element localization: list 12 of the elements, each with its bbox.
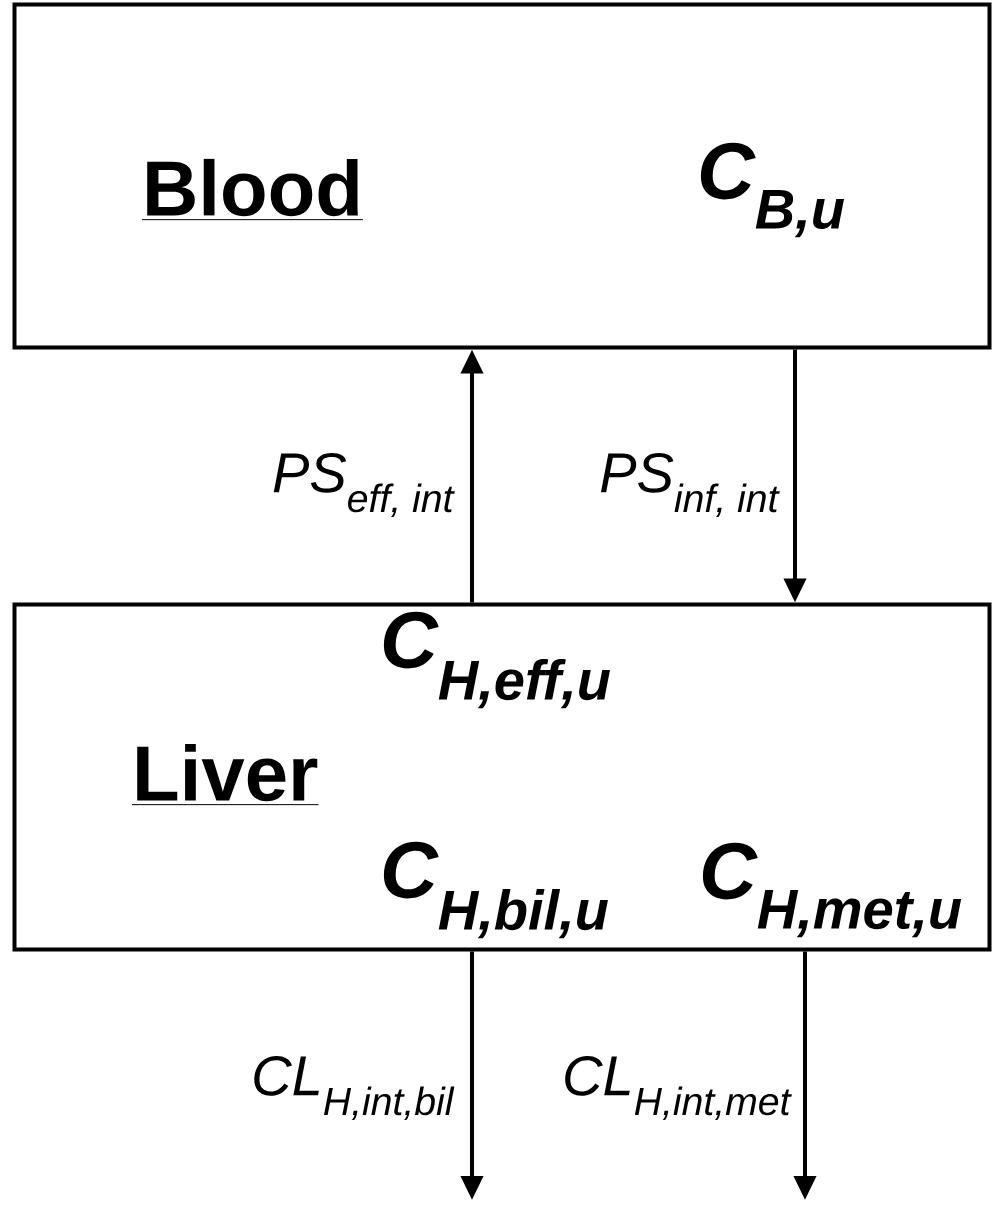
concentration-label: $\text{\bfseries\itshape C}_{\text{\bfseries\itshape H,met,u}}$ [702,842,962,938]
compartment-title: Liver [131,743,319,806]
edge-label: $\text{\itshape CL}_{\text{\itshape H,int,bil}}$ [249,1054,456,1122]
concentration-label: $\text{\bfseries\itshape C}_{\text{\bfseries\itshape B,u}}$ [700,142,844,238]
compartment-box [12,2,992,350]
edge-label: $\text{\itshape PS}_{\text{\itshape eff, int}}$ [270,451,456,519]
compartment-title: Blood [141,158,364,221]
edge-label: $\text{\itshape PS}_{\text{\itshape inf, int}}$ [597,451,781,519]
compartment-box [12,602,992,952]
concentration-label: $\text{\bfseries\itshape C}_{\text{\bfseries\itshape H,eff,u}}$ [383,611,610,709]
edge-label: $\text{\itshape CL}_{\text{\itshape H,int,met}}$ [560,1054,793,1122]
concentration-label: $\text{\bfseries\itshape C}_{\text{\bfseries\itshape H,bil,u}}$ [383,841,608,939]
